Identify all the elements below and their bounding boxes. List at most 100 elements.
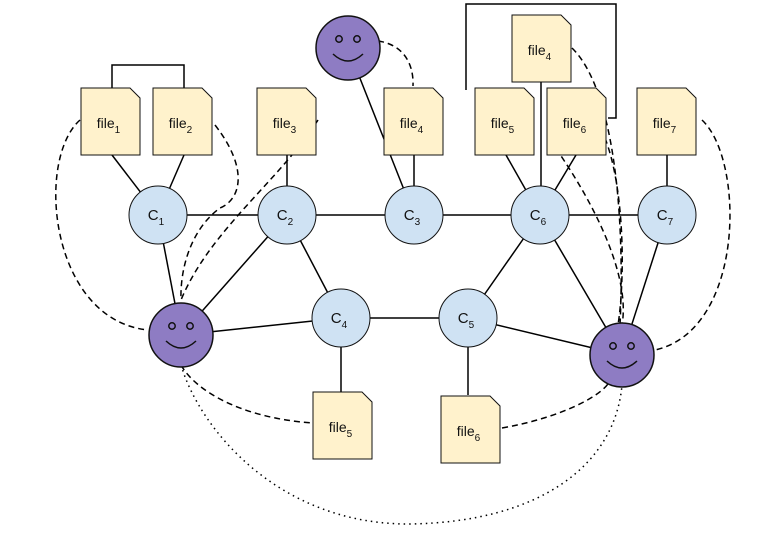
node-label-c3-base: C bbox=[404, 207, 415, 224]
dashed-right-file6b bbox=[501, 379, 611, 429]
file-label-f5b-subscript: 5 bbox=[347, 429, 353, 440]
dashed-right-file5 bbox=[549, 139, 624, 326]
node-label-c4-subscript: 4 bbox=[342, 320, 348, 331]
file-f5a: file5 bbox=[474, 87, 535, 156]
face-circle bbox=[148, 302, 214, 368]
right-eye bbox=[353, 35, 361, 43]
node-label-c6-base: C bbox=[530, 207, 541, 224]
left-eye bbox=[609, 342, 617, 350]
smile bbox=[332, 53, 364, 62]
smile bbox=[165, 340, 197, 349]
user-u_right-smiley-face-icon bbox=[589, 322, 655, 388]
file-label-f4a-base: file bbox=[400, 115, 418, 131]
file-label-f6a-base: file bbox=[563, 115, 581, 131]
file-label-f4a: file4 bbox=[400, 115, 424, 136]
node-label-c7-subscript: 7 bbox=[668, 217, 674, 228]
right-eye bbox=[627, 342, 635, 350]
dashed-user-top-file4 bbox=[377, 40, 414, 87]
node-label-c2-base: C bbox=[277, 207, 288, 224]
file-document-icon bbox=[636, 87, 697, 156]
node-circle bbox=[257, 185, 317, 245]
node-label-c7-base: C bbox=[657, 207, 668, 224]
dashed-left-file2 bbox=[180, 124, 239, 301]
dashed-edges bbox=[55, 40, 731, 429]
file-f3: file3 bbox=[256, 87, 317, 156]
file-label-f7-base: file bbox=[653, 115, 671, 131]
file-label-f7-subscript: 7 bbox=[671, 125, 677, 136]
file-label-f4b-subscript: 4 bbox=[546, 52, 552, 63]
node-circle bbox=[510, 185, 570, 245]
node-circle bbox=[637, 185, 697, 245]
node-label-c6: C6 bbox=[530, 207, 547, 228]
file-label-f7: file7 bbox=[653, 115, 677, 136]
dashed-right-file7 bbox=[654, 119, 731, 351]
node-c2: C2 bbox=[257, 185, 317, 245]
file-f4b: file4 bbox=[511, 14, 572, 83]
dashed-right-file6 bbox=[604, 137, 623, 326]
file-f6a: file6 bbox=[546, 87, 607, 156]
user-u_left-smiley-face-icon bbox=[148, 302, 214, 368]
node-label-c7: C7 bbox=[657, 207, 674, 228]
file-label-f6b: file6 bbox=[457, 423, 481, 444]
file-document-icon bbox=[383, 87, 444, 156]
file-f4a: file4 bbox=[383, 87, 444, 156]
file-label-f4a-subscript: 4 bbox=[418, 125, 424, 136]
node-label-c1: C1 bbox=[148, 207, 165, 228]
node-c3: C3 bbox=[384, 185, 444, 245]
file-document-icon bbox=[152, 87, 213, 156]
file-label-f6b-subscript: 6 bbox=[475, 433, 481, 444]
node-c7: C7 bbox=[637, 185, 697, 245]
file-document-icon bbox=[312, 391, 373, 460]
left-eye bbox=[335, 35, 343, 43]
smile bbox=[606, 360, 638, 369]
node-label-c1-subscript: 1 bbox=[159, 217, 165, 228]
user-u_top-smiley-face-icon bbox=[315, 15, 381, 81]
node-label-c2-subscript: 2 bbox=[288, 217, 294, 228]
node-c6: C6 bbox=[510, 185, 570, 245]
node-circle bbox=[438, 288, 498, 348]
file-label-f5b-base: file bbox=[329, 419, 347, 435]
node-label-c5: C5 bbox=[458, 310, 475, 331]
bracket-file5-file6 bbox=[465, 3, 617, 119]
dashed-left-file5 bbox=[180, 364, 314, 424]
left-eye bbox=[168, 322, 176, 330]
file-f7: file7 bbox=[636, 87, 697, 156]
file-label-f2: file2 bbox=[169, 115, 193, 136]
node-label-c3: C3 bbox=[404, 207, 421, 228]
file-label-f1-base: file bbox=[97, 115, 115, 131]
users bbox=[148, 15, 655, 388]
file-label-f1: file1 bbox=[97, 115, 121, 136]
file-label-f6a: file6 bbox=[563, 115, 587, 136]
dotted-user-link bbox=[180, 364, 623, 525]
dashed-left-file3 bbox=[180, 119, 319, 301]
face-circle bbox=[589, 322, 655, 388]
file-label-f4b: file4 bbox=[528, 42, 552, 63]
file-f1: file1 bbox=[80, 87, 141, 156]
node-label-c1-base: C bbox=[148, 207, 159, 224]
node-label-c5-base: C bbox=[458, 310, 469, 327]
node-label-c6-subscript: 6 bbox=[541, 217, 547, 228]
node-c5: C5 bbox=[438, 288, 498, 348]
node-circle bbox=[128, 185, 188, 245]
dashed-left-file1 bbox=[55, 119, 149, 331]
node-c1: C1 bbox=[128, 185, 188, 245]
face-circle bbox=[315, 15, 381, 81]
file-document-icon bbox=[546, 87, 607, 156]
file-f6b: file6 bbox=[440, 395, 501, 464]
file-label-f5a: file5 bbox=[491, 115, 515, 136]
node-label-c2: C2 bbox=[277, 207, 294, 228]
file-document-icon bbox=[80, 87, 141, 156]
file-label-f3-base: file bbox=[273, 115, 291, 131]
file-label-f2-subscript: 2 bbox=[187, 125, 193, 136]
node-label-c4-base: C bbox=[331, 310, 342, 327]
file-label-f1-subscript: 1 bbox=[115, 125, 121, 136]
file-document-icon bbox=[256, 87, 317, 156]
node-label-c5-subscript: 5 bbox=[469, 320, 475, 331]
node-circle bbox=[384, 185, 444, 245]
file-f2: file2 bbox=[152, 87, 213, 156]
file-label-f5b: file5 bbox=[329, 419, 353, 440]
file-label-f5a-base: file bbox=[491, 115, 509, 131]
right-eye bbox=[186, 322, 194, 330]
